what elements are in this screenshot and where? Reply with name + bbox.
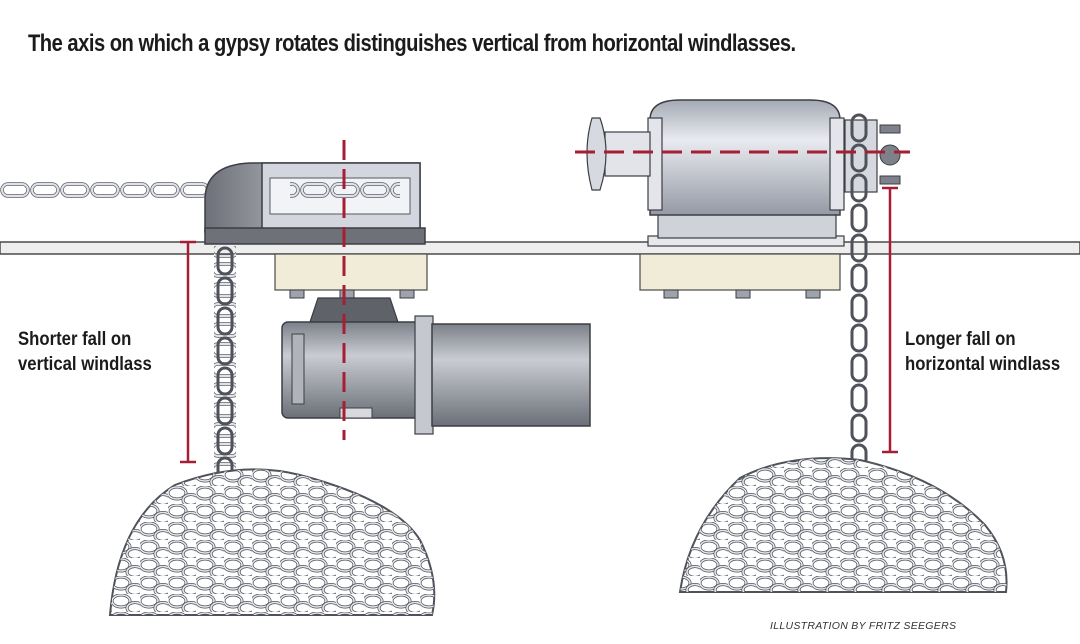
horizontal-label-line2: horizontal windlass	[905, 354, 1061, 375]
illustration-credit: ILLUSTRATION BY FRITZ SEEGERS	[770, 620, 957, 632]
vertical-windlass	[204, 140, 591, 486]
figure-title: The axis on which a gypsy rotates distin…	[28, 30, 796, 57]
chain-pile-right	[678, 457, 1008, 593]
horizontal-label-line1: Longer fall on	[905, 329, 1016, 350]
longer-fall-marker	[882, 186, 898, 454]
vertical-label-line1: Shorter fall on	[18, 329, 132, 350]
brake-handwheel	[879, 124, 901, 185]
horizontal-fall-chain	[850, 113, 868, 473]
horizontal-chain-run	[0, 178, 235, 200]
horizontal-windlass-label: Longer fall on horizontal windlass	[905, 327, 1060, 377]
vertical-fall-chain	[216, 246, 234, 486]
shorter-fall-marker	[180, 240, 196, 464]
chain-pile-left	[108, 468, 436, 616]
vertical-label-line2: vertical windlass	[18, 354, 152, 375]
horizontal-windlass	[575, 99, 910, 473]
vertical-windlass-label: Shorter fall on vertical windlass	[18, 327, 152, 377]
deck	[0, 241, 1080, 255]
